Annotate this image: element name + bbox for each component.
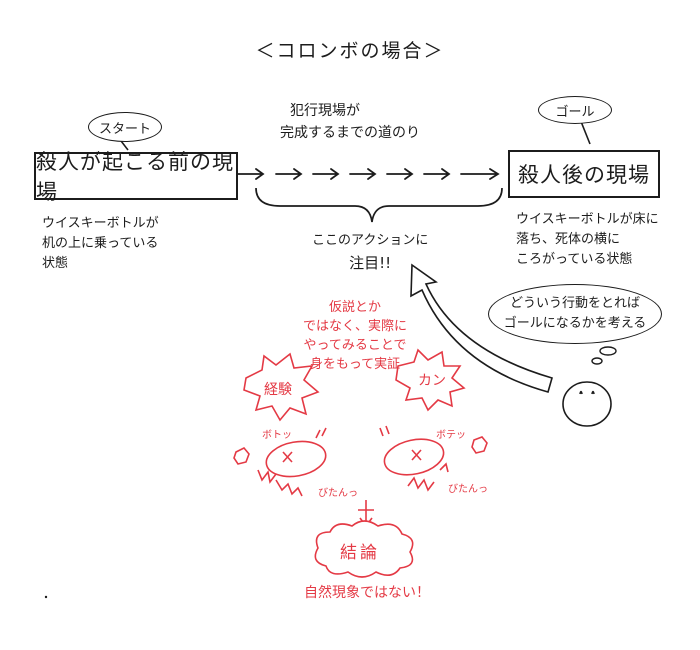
experiment-line: やってみることで <box>303 338 407 353</box>
goal-note-line: ころがっている状態 <box>516 252 633 267</box>
conclusion-label: 結論 <box>340 543 380 563</box>
thought-line: ゴールになるかを考える <box>503 316 647 331</box>
burst-right-label: カン <box>418 373 446 389</box>
experiment-line: 身をもって実証 <box>309 357 401 372</box>
sfx-right-bottom: びたんっ <box>448 484 488 495</box>
thought-dot-2 <box>591 357 603 365</box>
goal-note-line: ウイスキーボトルが床に <box>516 212 659 227</box>
start-box-label: 殺人が起こる前の現場 <box>36 150 234 204</box>
start-tag-label: スタート <box>98 121 151 137</box>
focus-text: ここのアクションに 注目!! <box>312 230 428 274</box>
experiment-text: 仮説とか ではなく、実際に やってみることで 身をもって実証 <box>280 298 430 374</box>
process-arrows <box>237 168 500 180</box>
goal-tag: ゴール <box>538 96 612 124</box>
bottle-right <box>379 425 488 492</box>
path-label-line: 犯行現場が <box>290 103 360 119</box>
burst-left-label: 経験 <box>264 382 292 398</box>
hollow-arrow <box>410 263 553 393</box>
focus-line: 注目!! <box>349 254 392 272</box>
goal-box-label: 殺人後の現場 <box>518 163 650 187</box>
start-box: 殺人が起こる前の現場 <box>34 150 238 204</box>
goal-note-line: 落ち、死体の横に <box>516 232 621 247</box>
focus-brace <box>255 187 503 223</box>
start-note-line: 机の上に乗っている <box>42 236 159 251</box>
experiment-line: ではなく、実際に <box>302 319 407 334</box>
goal-tag-label: ゴール <box>555 104 595 120</box>
burst-right <box>395 348 466 412</box>
path-label-line: 完成するまでの道のり <box>280 125 420 141</box>
goal-box: 殺人後の現場 <box>508 150 660 198</box>
conclusion-text: 自然現象ではない！ <box>304 585 430 601</box>
sfx-right-top: ボテッ <box>436 430 466 441</box>
sfx-left-top: ボトッ <box>262 430 292 441</box>
path-label: 犯行現場が 完成するまでの道のり <box>280 100 420 144</box>
sfx-left-bottom: びたんっ <box>318 488 358 499</box>
thought-line: どういう行動をとれば <box>509 296 640 311</box>
start-note-line: 状態 <box>42 256 69 271</box>
experiment-line: 仮説とか <box>328 300 381 315</box>
start-tag: スタート <box>88 112 162 142</box>
goal-note: ウイスキーボトルが床に 落ち、死体の横に ころがっている状態 <box>516 210 659 270</box>
thinking-face <box>562 381 612 427</box>
burst-left <box>243 352 320 422</box>
start-note: ウイスキーボトルが 机の上に乗っている 状態 <box>42 214 159 274</box>
thought-bubble: どういう行動をとれば ゴールになるかを考える <box>488 284 662 344</box>
thought-dot-1 <box>599 346 617 356</box>
focus-line: ここのアクションに <box>312 233 429 248</box>
conclusion-cloud <box>314 520 414 578</box>
stray-dot <box>44 595 48 599</box>
page-title: ＜コロンボの場合＞ <box>255 40 445 62</box>
start-note-line: ウイスキーボトルが <box>42 216 159 231</box>
bottle-left <box>233 427 327 497</box>
